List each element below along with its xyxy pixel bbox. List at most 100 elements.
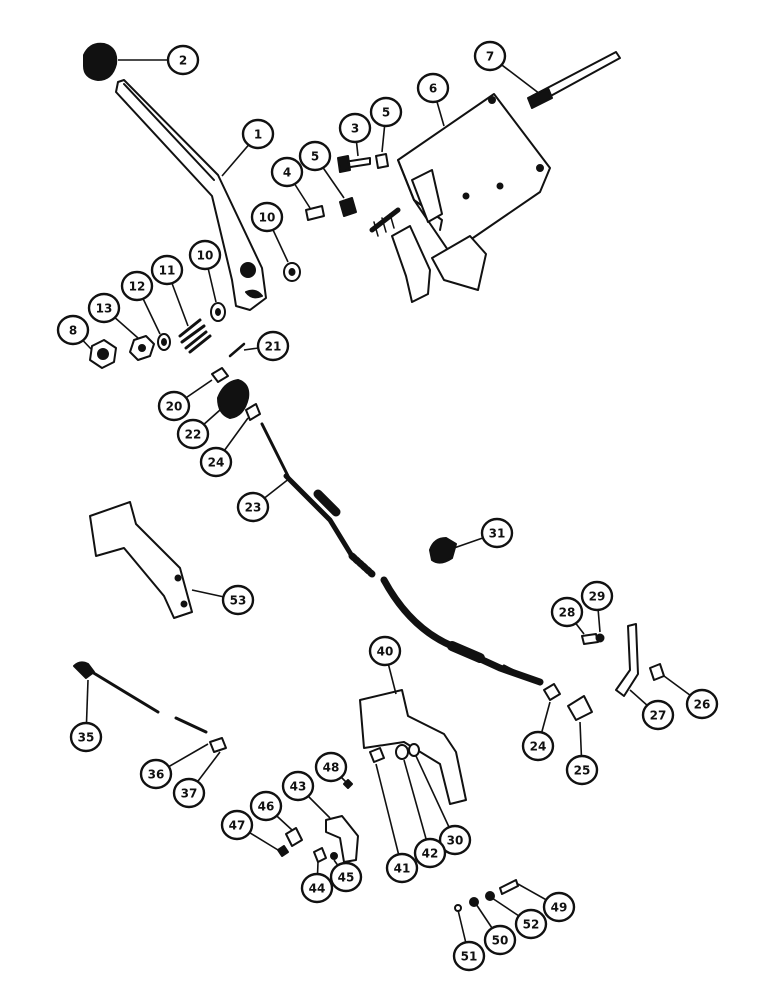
callout-number: 31: [489, 527, 506, 541]
callout-number: 10: [197, 249, 214, 263]
callout-number: 5: [311, 150, 319, 164]
callout-50: 50: [483, 924, 517, 956]
callout-7: 7: [473, 40, 507, 72]
callout-11: 11: [150, 254, 184, 286]
callout-bubble: [172, 777, 206, 809]
callout-2: 2: [166, 44, 200, 76]
part-rod: [527, 51, 621, 109]
callout-bubble: [329, 861, 363, 893]
part-control-cable: [260, 422, 544, 686]
part-knob: [83, 42, 118, 81]
callout-bubble: [580, 580, 614, 612]
callout-number: 21: [265, 340, 282, 354]
callout-number: 5: [382, 106, 390, 120]
callout-27: 27: [641, 699, 675, 731]
callout-25: 25: [565, 754, 599, 786]
callout-43: 43: [281, 770, 315, 802]
callout-42: 42: [413, 837, 447, 869]
callout-8: 8: [56, 314, 90, 346]
callout-30: 30: [438, 824, 472, 856]
callout-bubble: [199, 446, 233, 478]
leader-line-41: [375, 763, 403, 869]
callout-bubble: [69, 721, 103, 753]
callout-number: 13: [96, 302, 113, 316]
callout-number: 1: [254, 128, 262, 142]
callout-bubble: [514, 908, 548, 940]
callout-number: 51: [461, 950, 478, 964]
part-throttle-rod: [73, 661, 227, 753]
callout-bubble: [87, 292, 121, 324]
callout-3: 3: [338, 112, 372, 144]
callout-36: 36: [139, 758, 173, 790]
callout-24: 24: [199, 446, 233, 478]
callout-number: 40: [377, 645, 394, 659]
callout-47: 47: [220, 809, 254, 841]
callout-bubble: [56, 314, 90, 346]
callout-bubble: [157, 390, 191, 422]
callout-number: 37: [181, 787, 198, 801]
callout-bubble: [256, 330, 290, 362]
part-left-bracket: [89, 501, 193, 619]
callout-bubble: [369, 96, 403, 128]
callout-41: 41: [385, 852, 419, 884]
part-lower-hardware: [277, 743, 420, 863]
callout-35: 35: [69, 721, 103, 753]
callout-number: 52: [523, 918, 540, 932]
part-right-side-hardware: [543, 623, 665, 721]
callout-number: 41: [394, 862, 411, 876]
callout-bubble: [120, 270, 154, 302]
callout-bubble: [270, 156, 304, 188]
callout-number: 10: [259, 211, 276, 225]
callout-37: 37: [172, 777, 206, 809]
callout-48: 48: [314, 751, 348, 783]
callout-number: 53: [230, 594, 247, 608]
callout-number: 20: [166, 400, 183, 414]
callout-28: 28: [550, 596, 584, 628]
callout-bubble: [452, 940, 486, 972]
callout-number: 48: [323, 761, 340, 775]
callout-29: 29: [580, 580, 614, 612]
part-shift-lever: [115, 79, 267, 311]
callout-21: 21: [256, 330, 290, 362]
callout-31: 31: [480, 517, 514, 549]
callout-bubble: [220, 809, 254, 841]
callout-bubble: [150, 254, 184, 286]
callout-number: 45: [338, 871, 355, 885]
callout-number: 24: [530, 740, 547, 754]
callout-bubble: [221, 584, 255, 616]
callout-22: 22: [176, 418, 210, 450]
callout-bubble: [521, 730, 555, 762]
callout-bubble: [188, 239, 222, 271]
callout-5: 5: [369, 96, 403, 128]
callout-bubble: [338, 112, 372, 144]
callout-bubble: [176, 418, 210, 450]
callout-20: 20: [157, 390, 191, 422]
part-cable-clamp: [429, 537, 457, 564]
callout-52: 52: [514, 908, 548, 940]
callout-bubble: [281, 770, 315, 802]
callout-bubble: [368, 635, 402, 667]
part-cable-fittings: [211, 342, 261, 421]
callout-number: 2: [179, 54, 187, 68]
callout-number: 46: [258, 800, 275, 814]
callout-number: 25: [574, 764, 591, 778]
part-mounting-bracket: [369, 93, 551, 303]
callout-12: 12: [120, 270, 154, 302]
callout-number: 24: [208, 456, 225, 470]
callout-44: 44: [300, 872, 334, 904]
leader-line-30: [415, 755, 456, 841]
callout-bubble: [250, 201, 284, 233]
callout-40: 40: [368, 635, 402, 667]
callout-number: 47: [229, 819, 246, 833]
callout-number: 4: [283, 166, 291, 180]
callout-13: 13: [87, 292, 121, 324]
callout-26: 26: [685, 688, 719, 720]
callout-number: 12: [129, 280, 146, 294]
callout-bubble: [413, 837, 447, 869]
part-bottom-hardware: [454, 879, 519, 912]
callout-bubble: [438, 824, 472, 856]
callout-bubble: [542, 891, 576, 923]
callout-bubble: [300, 872, 334, 904]
callout-5: 5: [298, 140, 332, 172]
